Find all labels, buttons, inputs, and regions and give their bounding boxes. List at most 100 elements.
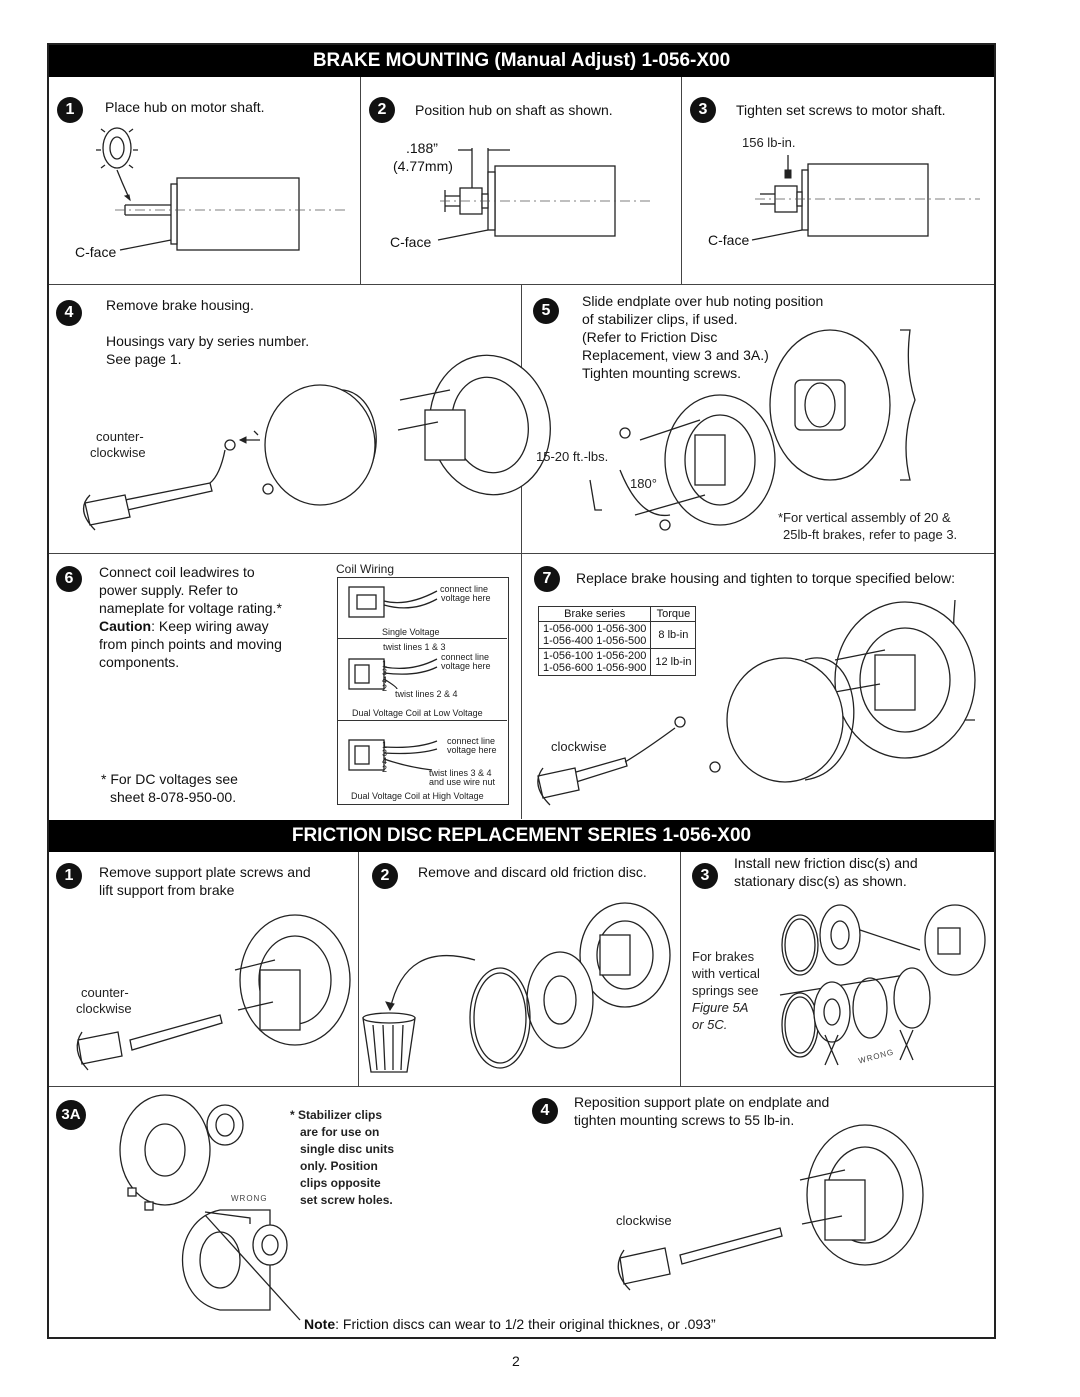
series-line: 1-056-000 1-056-300 — [543, 623, 647, 635]
step-6-caution: Caution: Keep wiring away — [99, 617, 269, 635]
friction-title-banner: FRICTION DISC REPLACEMENT SERIES 1-056-X… — [49, 820, 994, 852]
coil-twist13: twist lines 1 & 3 — [383, 642, 446, 652]
torque-value-cell: 12 lb-in — [650, 648, 697, 676]
step-6-line3: nameplate for voltage rating.* — [99, 600, 282, 616]
step-7-text: Replace brake housing and tighten to tor… — [576, 570, 956, 586]
step-3a-l4: only. Position — [300, 1159, 378, 1173]
friction-step-1-number: 1 — [56, 863, 82, 889]
friction-step-1-rotation: counter- — [81, 985, 129, 1000]
step-3-cface-label: C-face — [708, 232, 750, 248]
step-1-cface-label: C-face — [75, 244, 117, 260]
caution-text: : Keep wiring away — [151, 618, 269, 634]
wear-note: Note: Friction discs can wear to 1/2 the… — [304, 1315, 716, 1333]
coil-connect2-c: voltage here — [447, 745, 497, 755]
step-3a-l2: are for use on — [300, 1125, 380, 1139]
friction-step-1-rotation2: clockwise — [76, 1001, 132, 1016]
series-line: 1-056-100 1-056-200 — [543, 650, 647, 662]
friction-step-4-rotation: clockwise — [616, 1213, 672, 1228]
step-3a-l1: * Stabilizer clips — [290, 1108, 383, 1122]
friction-step-3-line2: stationary disc(s) as shown. — [734, 873, 907, 889]
coil-twist34: twist lines 3 & 4 — [429, 768, 492, 778]
page-frame — [47, 43, 996, 1339]
coil-t2-a: 2 — [382, 683, 388, 693]
torque-header-torque: Torque — [650, 606, 697, 622]
coil-t1-b: 1 — [382, 740, 388, 750]
friction-step-3-note1: For brakes — [692, 949, 755, 964]
coil-divider — [337, 638, 507, 639]
step-3-text: Tighten set screws to motor shaft. — [736, 102, 946, 118]
step-4-rotation: counter- — [96, 429, 144, 444]
coil-divider — [337, 720, 507, 721]
step-5-line1: Slide endplate over hub noting position — [582, 293, 824, 309]
discard-disc-drawing — [362, 902, 671, 1073]
hub-on-motor-drawing — [96, 127, 345, 251]
friction-step-3-note4: Figure 5A — [692, 1000, 749, 1015]
coil-t1-a: 1 — [382, 659, 388, 669]
step-7-number: 7 — [534, 566, 560, 592]
coil-connect1-c: connect line — [447, 736, 496, 746]
step-4-number: 4 — [56, 300, 82, 326]
step-6-line2: power supply. Refer to — [99, 582, 239, 598]
step-5-number: 5 — [533, 298, 559, 324]
step-2-text: Position hub on shaft as shown. — [415, 102, 613, 118]
divider — [49, 1086, 994, 1087]
caution-label: Caution — [99, 618, 152, 634]
coil-connect2-a: voltage here — [441, 593, 491, 603]
step-2-dim-inches: .188” — [406, 140, 438, 156]
step-3a-wrong: WRONG — [231, 1194, 268, 1203]
set-screw-drawing — [751, 155, 980, 241]
stabilizer-clips-drawing — [119, 1094, 288, 1311]
step-5-line4: Replacement, view 3 and 3A.) — [582, 347, 769, 363]
endplate-drawing — [589, 329, 916, 531]
step-3a-number: 3A — [56, 1100, 86, 1130]
coil-twist24: twist lines 2 & 4 — [395, 689, 458, 699]
friction-step-4-line1: Reposition support plate on endplate and — [574, 1094, 830, 1110]
housing-replace-drawing — [537, 599, 976, 806]
coil-connect2-b: voltage here — [441, 661, 491, 671]
divider — [358, 852, 359, 1087]
step-3a-l3: single disc units — [300, 1142, 395, 1156]
coil-diagrams — [348, 586, 438, 771]
step-2-cface-label: C-face — [390, 234, 432, 250]
step-6-number: 6 — [56, 566, 82, 592]
step-1-text: Place hub on motor shaft. — [105, 99, 265, 115]
divider — [681, 77, 682, 284]
friction-step-2-text: Remove and discard old friction disc. — [418, 864, 647, 880]
housing-removal-drawing — [83, 354, 551, 531]
step-6-line5: from pinch points and moving — [99, 636, 282, 652]
series-line: 1-056-600 1-056-900 — [543, 662, 647, 674]
friction-step-1-line1: Remove support plate screws and — [99, 864, 311, 880]
step-6-dc1: * For DC voltages see — [101, 771, 238, 787]
step-3-torque: 156 lb-in. — [742, 135, 796, 150]
page-number: 2 — [512, 1353, 520, 1369]
step-5-line5: Tighten mounting screws. — [582, 365, 741, 381]
step-3-number: 3 — [690, 97, 716, 123]
coil-connect1-a: connect line — [440, 584, 489, 594]
step-5-line3: (Refer to Friction Disc — [582, 329, 718, 345]
coil-connect1-b: connect line — [441, 652, 490, 662]
divider — [680, 852, 681, 1087]
step-4-line2: Housings vary by series number. — [106, 333, 310, 349]
note-label: Note — [304, 1316, 336, 1332]
coil-t4-b: 4 — [382, 756, 388, 766]
hub-position-drawing — [437, 148, 650, 241]
step-4-line1: Remove brake housing. — [106, 297, 254, 313]
coil-single-label: Single Voltage — [382, 627, 440, 637]
step-2-dim-mm: (4.77mm) — [393, 158, 453, 174]
step-3a-l6: set screw holes. — [300, 1193, 393, 1207]
support-plate-removal-drawing — [76, 914, 351, 1071]
coil-wiring-box — [337, 577, 509, 805]
coil-wirenut: and use wire nut — [429, 777, 496, 787]
friction-step-4-number: 4 — [532, 1098, 558, 1124]
step-3a-l5: clips opposite — [300, 1176, 381, 1190]
coil-high-label: Dual Voltage Coil at High Voltage — [351, 791, 484, 801]
step-5-line2: of stabilizer clips, if used. — [582, 311, 738, 327]
coil-t4-a: 4 — [382, 675, 388, 685]
coil-t2-b: 2 — [382, 764, 388, 774]
step-1-number: 1 — [57, 97, 83, 123]
step-4-line3: See page 1. — [106, 351, 182, 367]
coil-wiring-title: Coil Wiring — [336, 562, 395, 576]
